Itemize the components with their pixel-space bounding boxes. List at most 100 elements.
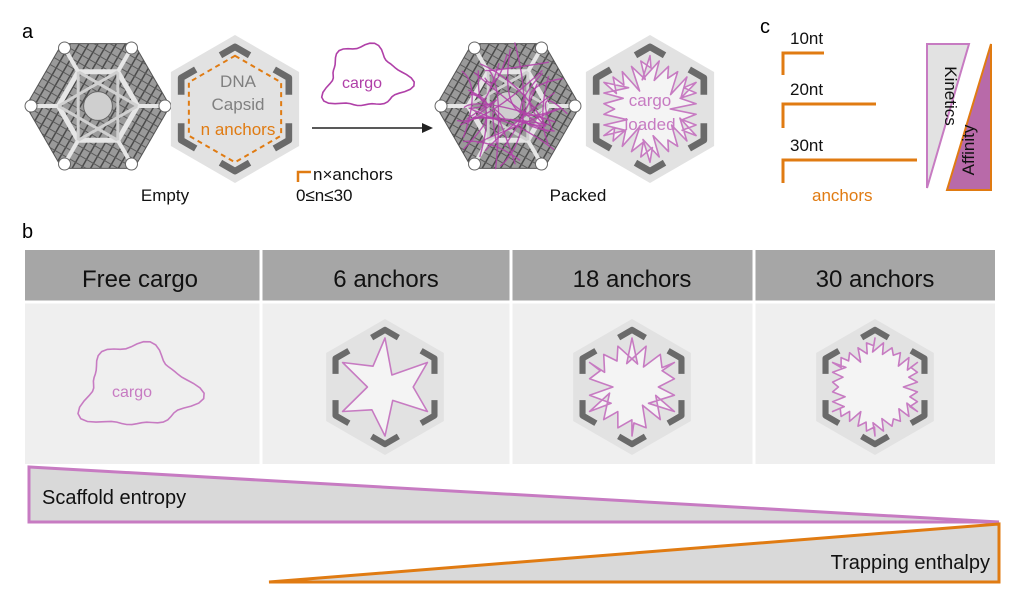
mesh-vertex-hole [534,157,548,171]
cargo-strand [488,69,500,170]
capsid-wall-segment [332,348,351,374]
cargo-strand [461,70,473,138]
empty-capsid-mesh [24,41,172,171]
capsid-wall-segment [419,348,438,374]
capsid-wall-segment [218,159,252,175]
capsid-wall-segment [822,400,841,426]
capsid-schematic [170,35,300,183]
capsid-wall-segment [177,66,198,95]
panel-a-label: a [22,21,34,43]
mesh-vertex-hole [434,99,448,113]
column-18-anchors: 18 anchors [573,266,692,293]
mesh-center [83,91,113,121]
capsid-wall-segment [633,43,667,59]
cargo-strand [484,91,556,152]
capsid-wall-segment [666,400,685,426]
free-cargo-label: cargo [112,384,152,401]
capsid-wall-segment [592,123,613,152]
capsid-wall-segment [177,123,198,152]
cargo-strand [466,99,498,123]
mesh-strut [467,70,529,108]
loaded-text-cargo: cargo [629,91,672,110]
kinetics-triangle [926,43,971,189]
capsid-text-anchors: n anchors [201,120,276,139]
capsid-wall-segment [370,326,400,341]
free-cargo-blob [77,340,205,426]
empty-caption: Empty [141,186,190,205]
mesh-vertex-hole [124,157,138,171]
cargo-strand [477,62,500,101]
capsid-text-dna: DNA [220,72,257,91]
cargo-strand [499,42,525,167]
capsid-6-anchors [326,319,444,455]
mesh-vertex-hole [124,41,138,55]
cargo-strand [463,103,556,123]
capsid-wall-segment [687,66,708,95]
mesh-strut [77,104,139,142]
capsid-wall-segment [218,43,252,59]
cargo-label-a: cargo [342,75,382,92]
capsid-wall-segment [687,123,708,152]
capsid-wall-segment [272,66,293,95]
cargo-strand [469,93,488,158]
capsid-wall-segment [272,123,293,152]
cargo-strand [463,140,521,161]
cargo-strand [484,61,550,72]
mesh-vertex-hole [534,41,548,55]
cargo-strand [509,118,549,128]
mesh-strut [77,70,139,108]
mesh-vertex-hole [468,157,482,171]
capsid-wall-segment [822,348,841,374]
packed-cargo-outline [831,337,919,437]
mesh-strut [57,104,119,142]
cargo-blob-a [320,42,416,107]
arrow-head [422,123,433,133]
anchors-label: anchors [812,186,872,205]
capsid-wall-segment [579,348,598,374]
loaded-capsid-schematic [585,35,715,183]
anchor-legend-icon [296,170,311,182]
capsid-wall-segment [370,433,400,448]
panel-b-label: b [22,221,33,243]
packed-cargo-outline [341,337,429,437]
cargo-strand [459,116,487,150]
capsid-30-anchors [816,319,934,455]
column-free-cargo: Free cargo [82,266,198,293]
column-30-anchors: 30 anchors [816,266,935,293]
cargo-strand [473,71,542,127]
capsid-wall-segment [860,433,890,448]
capsid-wall-segment [617,433,647,448]
capsid-wall-segment [909,400,928,426]
kinetics-label: Kinetics [941,66,960,126]
column-6-anchors: 6 anchors [333,266,438,293]
scaffold-entropy-label: Scaffold entropy [42,487,186,509]
capsid-wall-segment [909,348,928,374]
packed-caption: Packed [550,186,607,205]
capsid-wall-segment [332,400,351,426]
scaffold-entropy-wedge [27,465,1000,524]
packed-cargo-outline [588,337,676,437]
cargo-outline [77,340,205,426]
anchor-20nt [781,102,876,128]
capsid-wall-segment [617,326,647,341]
capsid-hexagon [170,35,300,183]
anchor-30nt [781,158,917,183]
mesh-vertex-hole [24,99,38,113]
capsid-wall-segment [592,66,613,95]
cargo-strand [528,77,564,128]
anchor-legend-text: n×anchors [313,165,393,184]
length-30nt: 30nt [790,136,823,155]
capsid-wall-segment [633,159,667,175]
affinity-triangle [945,43,992,191]
capsid-wall-segment [860,326,890,341]
mesh-strut [57,70,119,108]
capsid-18-anchors [573,319,691,455]
trapping-enthalpy-label: Trapping enthalpy [831,552,990,574]
panel-c-label: c [760,16,770,38]
capsid-wall-segment [579,400,598,426]
anchor-10nt [781,51,824,75]
cargo-strand [542,75,550,145]
anchor-range-text: 0≤n≤30 [296,186,352,205]
grid-dividers [25,250,995,464]
